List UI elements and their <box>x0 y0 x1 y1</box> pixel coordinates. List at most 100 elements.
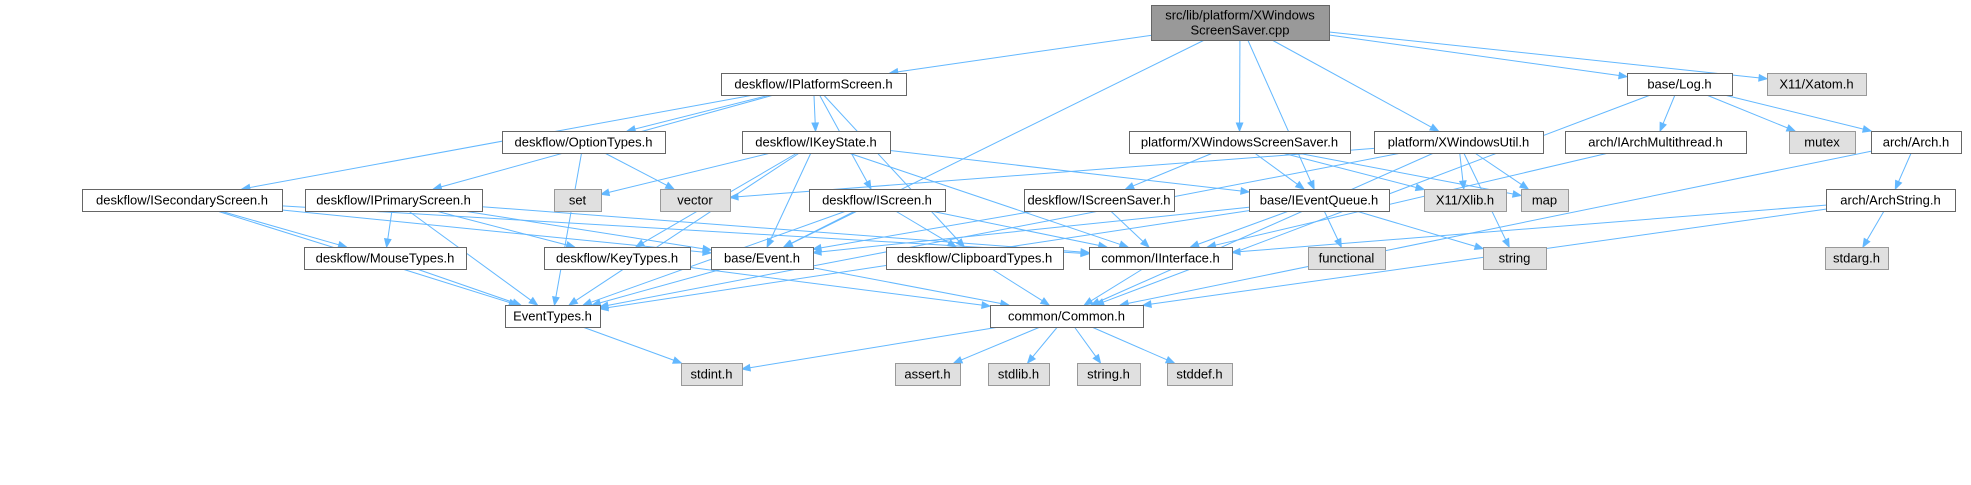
node-assert[interactable]: assert.h <box>895 363 961 386</box>
node-iinterface[interactable]: common/IInterface.h <box>1089 247 1233 270</box>
edge-line <box>1091 326 1168 361</box>
node-ieventqueue[interactable]: base/IEventQueue.h <box>1249 189 1390 212</box>
node-box <box>1151 5 1330 41</box>
node-stdarg[interactable]: stdarg.h <box>1825 247 1889 270</box>
node-archh[interactable]: arch/Arch.h <box>1871 131 1962 154</box>
node-log[interactable]: base/Log.h <box>1627 73 1733 96</box>
edge-arrowhead <box>766 237 775 249</box>
node-ikeystate[interactable]: deskflow/IKeyState.h <box>742 131 891 154</box>
node-label: arch/ArchString.h <box>1840 193 1940 208</box>
edge-pxwu-to-common <box>1090 152 1434 306</box>
edge-line <box>634 94 771 130</box>
node-vector[interactable]: vector <box>660 189 731 212</box>
edge-arrowhead <box>552 295 560 307</box>
node-iarchmt[interactable]: arch/IArchMultithread.h <box>1565 131 1747 154</box>
node-box <box>82 189 283 212</box>
node-ipscreen[interactable]: deskflow/IPlatformScreen.h <box>721 73 907 96</box>
node-stdlib[interactable]: stdlib.h <box>988 363 1050 386</box>
node-string[interactable]: string <box>1483 247 1547 270</box>
edge-line <box>1271 39 1432 128</box>
node-keytypes[interactable]: deskflow/KeyTypes.h <box>544 247 691 270</box>
node-common[interactable]: common/Common.h <box>990 305 1144 328</box>
node-box <box>1627 73 1733 96</box>
node-box <box>990 305 1144 328</box>
node-stringh[interactable]: string.h <box>1077 363 1141 386</box>
node-label: arch/IArchMultithread.h <box>1588 135 1722 150</box>
node-map[interactable]: map <box>1521 189 1569 212</box>
node-iscreen[interactable]: deskflow/IScreen.h <box>809 189 946 212</box>
edge-arrowhead <box>1083 297 1094 306</box>
edge-arrowhead <box>1164 355 1176 364</box>
node-event[interactable]: base/Event.h <box>711 247 814 270</box>
node-box <box>1521 189 1569 212</box>
edge-line <box>1866 210 1885 241</box>
edge-line <box>281 209 704 253</box>
edge-line <box>770 152 812 240</box>
edge-line <box>1706 94 1788 129</box>
edge-iprimary-to-event <box>463 210 713 253</box>
edge-arrowhead <box>672 356 683 364</box>
node-box <box>711 247 814 270</box>
edge-arrowhead <box>1758 73 1769 82</box>
node-pxss[interactable]: platform/XWindowsScreenSaver.h <box>1129 131 1351 154</box>
edge-optiontypes-to-eventtypes <box>552 152 583 307</box>
node-xatom[interactable]: X11/Xatom.h <box>1767 73 1867 96</box>
node-cliptypes[interactable]: deskflow/ClipboardTypes.h <box>886 247 1064 270</box>
node-mousetypes[interactable]: deskflow/MouseTypes.h <box>304 247 467 270</box>
node-label: stdlib.h <box>998 367 1039 382</box>
node-box <box>895 363 961 386</box>
edge-line <box>1090 268 1143 302</box>
node-box <box>505 305 601 328</box>
node-archstring[interactable]: arch/ArchString.h <box>1826 189 1956 212</box>
edge-ipscreen-to-cliptypes <box>823 94 966 248</box>
node-label: base/Event.h <box>724 251 800 266</box>
edge-arrowhead <box>1026 353 1037 365</box>
node-stddef[interactable]: stddef.h <box>1167 363 1233 386</box>
edge-arrowhead <box>811 122 820 133</box>
node-box <box>742 131 891 154</box>
node-box <box>660 189 731 212</box>
node-box <box>721 73 907 96</box>
node-isecondary[interactable]: deskflow/ISecondaryScreen.h <box>82 189 283 212</box>
node-iprimary[interactable]: deskflow/IPrimaryScreen.h <box>305 189 483 212</box>
node-optiontypes[interactable]: deskflow/OptionTypes.h <box>502 131 666 154</box>
node-label: stdint.h <box>691 367 733 382</box>
edge-line <box>848 152 1121 245</box>
node-root[interactable]: src/lib/platform/XWindowsScreenSaver.cpp <box>1151 5 1330 41</box>
node-set[interactable]: set <box>554 189 602 212</box>
node-functional[interactable]: functional <box>1308 247 1386 270</box>
node-label: platform/XWindowsScreenSaver.h <box>1141 135 1338 150</box>
edge-line <box>1297 152 1514 195</box>
edge-root-to-ieventqueue <box>1247 39 1315 191</box>
edge-iinterface-to-common <box>1083 268 1143 306</box>
node-label: base/IEventQueue.h <box>1260 193 1379 208</box>
edge-ieventqueue-to-iinterface <box>1189 210 1290 248</box>
edge-log-to-mutex <box>1706 94 1797 132</box>
edge-arrowhead <box>664 181 676 190</box>
edge-line <box>1239 204 1827 253</box>
node-eventtypes[interactable]: EventTypes.h <box>505 305 601 328</box>
edge-root-to-pxwu <box>1271 39 1440 132</box>
edge-common-to-stddef <box>1091 326 1176 364</box>
node-pxwu[interactable]: platform/XWindowsUtil.h <box>1374 131 1544 154</box>
edge-ipscreen-to-optiontypes <box>625 94 771 133</box>
node-mutex[interactable]: mutex <box>1789 131 1856 154</box>
node-xlib[interactable]: X11/Xlib.h <box>1424 189 1507 212</box>
edge-line <box>820 206 1250 253</box>
edge-line <box>1197 210 1290 245</box>
node-box <box>1767 73 1867 96</box>
edge-line <box>889 150 1242 192</box>
edge-pxwu-to-xlib <box>1458 152 1467 191</box>
edge-line <box>281 205 1082 254</box>
edge-arrowhead <box>1511 190 1523 198</box>
node-label: src/lib/platform/XWindows <box>1165 8 1315 23</box>
node-box <box>304 247 467 270</box>
edge-iscreen-to-cliptypes <box>895 210 958 248</box>
edge-arrowhead <box>1473 242 1485 251</box>
edge-archstring-to-iinterface <box>1230 204 1827 256</box>
node-iscreensaver[interactable]: deskflow/IScreenSaver.h <box>1024 189 1175 212</box>
node-stdint[interactable]: stdint.h <box>681 363 743 386</box>
edge-ieventqueue-to-event <box>811 206 1250 256</box>
edge-arrowhead <box>1141 300 1152 308</box>
